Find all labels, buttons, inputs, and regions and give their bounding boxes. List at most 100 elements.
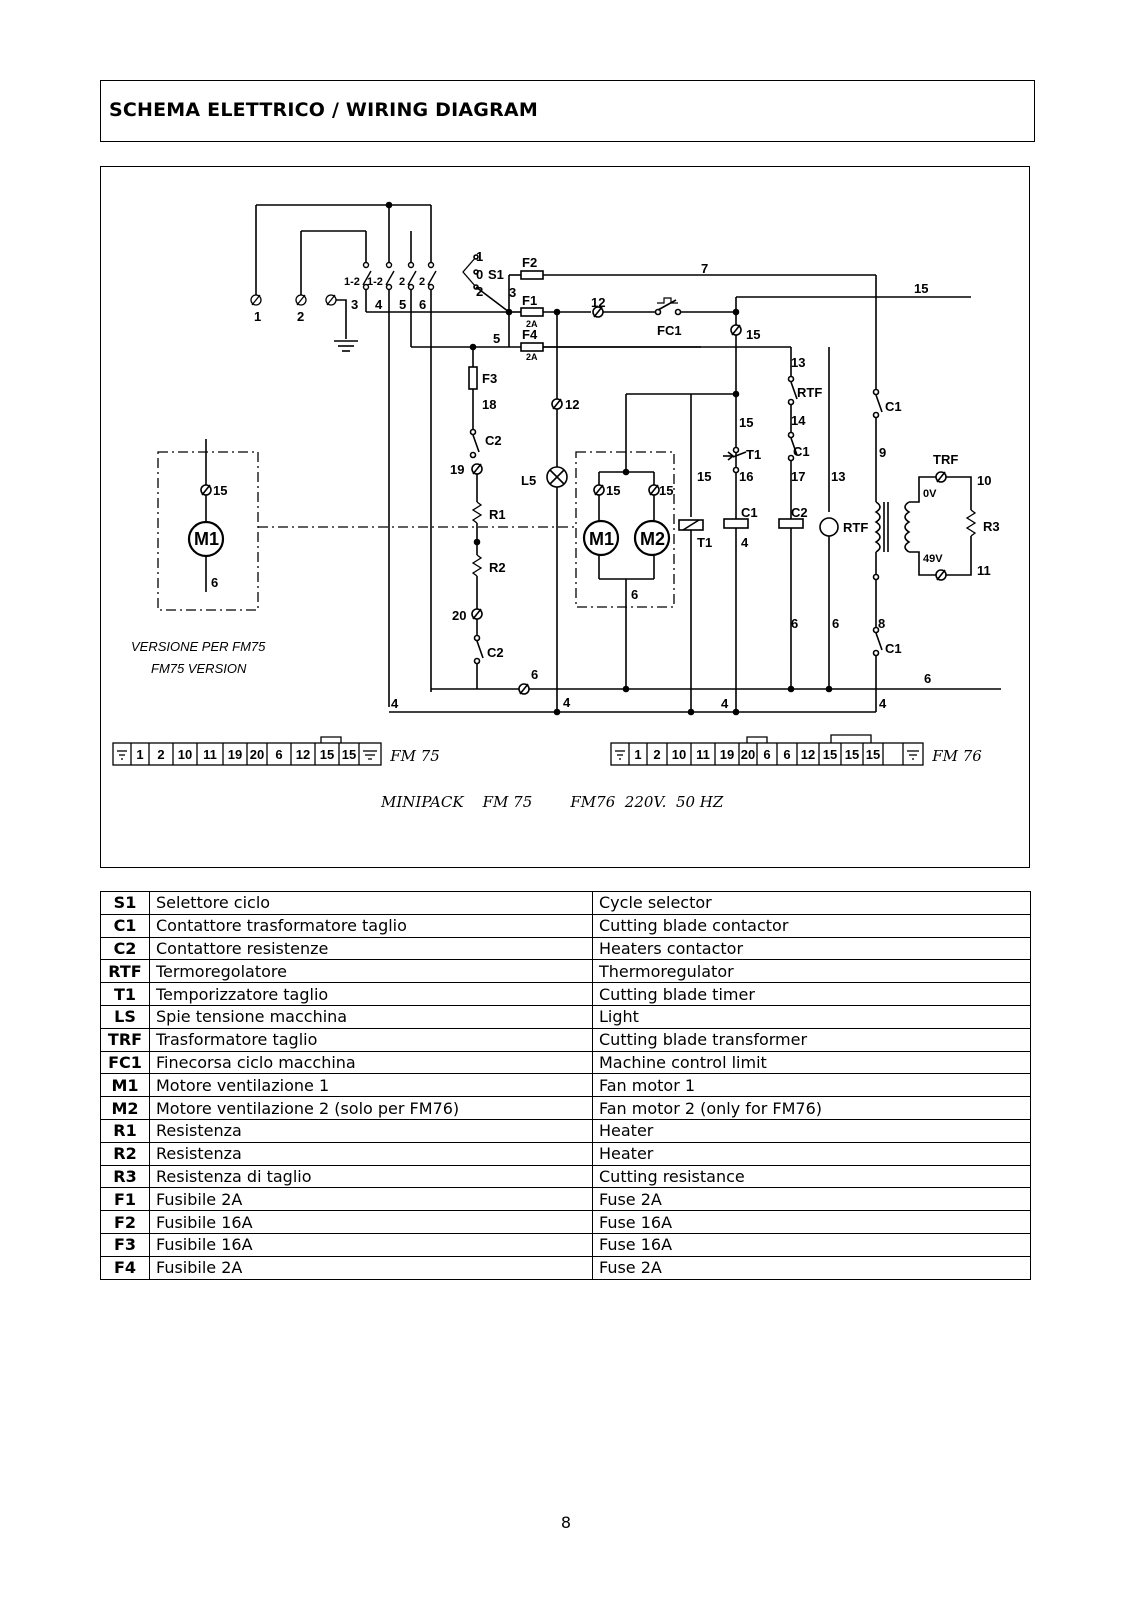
fm75-terminal: 12 <box>296 747 310 762</box>
selector-pos-2a: 2 <box>399 276 405 288</box>
wire-label-4d: 4 <box>563 695 571 710</box>
motors-fm76 <box>575 393 736 693</box>
selector-pos-2: 2 <box>476 284 483 299</box>
legend-italian: Trasformatore taglio <box>149 1027 593 1052</box>
legend-code: F4 <box>100 1255 150 1280</box>
legend-code: TRF <box>100 1027 150 1052</box>
legend-english: Fuse 16A <box>592 1232 1031 1257</box>
legend-english: Fuse 16A <box>592 1210 1031 1234</box>
contactor-c1-label-d: C1 <box>885 641 902 656</box>
lamp-l5-label: L5 <box>521 473 536 488</box>
legend-english: Fuse 2A <box>592 1255 1031 1280</box>
legend-code: RTF <box>100 959 150 984</box>
heater-r1-label: R1 <box>489 507 506 522</box>
fm75-terminal: 15 <box>320 747 334 762</box>
legend-code: S1 <box>100 891 150 915</box>
fuse-f3-label: F3 <box>482 371 497 386</box>
legend-italian: Resistenza di taglio <box>149 1164 593 1189</box>
legend-italian: Motore ventilazione 2 (solo per FM76) <box>149 1096 593 1120</box>
legend-italian: Motore ventilazione 1 <box>149 1073 593 1098</box>
fuse-f1-line <box>509 297 742 447</box>
fm75-terminal: 2 <box>157 747 164 762</box>
fuse-f4-line <box>469 342 830 512</box>
fm75-terminal: 20 <box>250 747 264 762</box>
wire-label-15b: 15 <box>746 327 760 342</box>
version-note-it: VERSIONE PER FM75 <box>131 639 266 654</box>
selector-pos-1-2b: 1-2 <box>367 276 383 288</box>
wire-label-3b: 3 <box>509 285 516 300</box>
transformer-trf-label: TRF <box>933 452 958 467</box>
wire-label-12a: 12 <box>591 295 605 310</box>
legend-code: F3 <box>100 1232 150 1257</box>
legend-italian: Selettore ciclo <box>149 891 593 915</box>
fm75-terminal: 6 <box>275 747 282 762</box>
motor-m2-label: M2 <box>640 529 665 549</box>
legend-code: T1 <box>100 982 150 1006</box>
legend-english: Light <box>592 1004 1031 1029</box>
legend-italian: Fusibile 2A <box>149 1187 593 1212</box>
fm76-terminal: 6 <box>783 747 790 762</box>
legend-english: Cutting blade transformer <box>592 1027 1031 1052</box>
fm76-terminal: 1 <box>634 747 641 762</box>
diagram-caption: MINIPACK FM 75 FM76 220V. 50 HZ <box>380 793 724 811</box>
legend-italian: Temporizzatore taglio <box>149 982 593 1006</box>
wire-label-3: 3 <box>351 297 358 312</box>
legend-code: F2 <box>100 1210 150 1234</box>
transformer-49v-label: 49V <box>923 553 943 565</box>
legend-english: Cutting blade timer <box>592 982 1031 1006</box>
legend-english: Thermoregulator <box>592 959 1031 984</box>
wire-label-20: 20 <box>452 608 466 623</box>
wire-label-19: 19 <box>450 462 464 477</box>
fuse-f1-label: F1 <box>522 293 537 308</box>
wire-label-6f: 6 <box>211 575 218 590</box>
contactor-c2-label-b: C2 <box>487 645 504 660</box>
wire-label-4b: 4 <box>741 535 749 550</box>
legend-code: R1 <box>100 1118 150 1143</box>
legend-english: Heater <box>592 1118 1031 1143</box>
legend-english: Fan motor 1 <box>592 1073 1031 1098</box>
fm76-terminal: 15 <box>845 747 859 762</box>
contactor-c1-label-c: C1 <box>885 399 902 414</box>
wire-label-11: 11 <box>977 563 991 578</box>
selector-pos-1: 1 <box>476 249 483 264</box>
legend-italian: Termoregolatore <box>149 959 593 984</box>
legend-italian: Fusibile 16A <box>149 1232 593 1257</box>
transformer-0v-label: 0V <box>923 488 937 500</box>
wire-label-15d: 15 <box>659 483 673 498</box>
fm76-terminal: 15 <box>823 747 837 762</box>
legend-english: Heaters contactor <box>592 936 1031 961</box>
contactor-c1-coil <box>723 446 749 716</box>
timer-t1-label-b: T1 <box>746 447 761 462</box>
fm75-terminal: 10 <box>178 747 192 762</box>
timer-t1 <box>678 394 704 716</box>
wire-label-6d: 6 <box>924 671 931 686</box>
legend-italian: Fusibile 2A <box>149 1255 593 1280</box>
fuse-f4-rating: 2A <box>526 352 538 362</box>
wire-label-7: 7 <box>701 261 708 276</box>
wire-label-12b: 12 <box>565 397 579 412</box>
fuse-f4-label: F4 <box>522 327 538 342</box>
wire-label-6b: 6 <box>791 616 798 631</box>
legend-code: FC1 <box>100 1050 150 1075</box>
title-box: SCHEMA ELETTRICO / WIRING DIAGRAM <box>100 80 1035 142</box>
fm76-terminal: 15 <box>866 747 880 762</box>
contactor-c2-label-a: C2 <box>485 433 502 448</box>
legend-italian: Contattore trasformatore taglio <box>149 913 593 938</box>
fm76-terminal: 11 <box>696 747 710 762</box>
wire-label-14: 14 <box>791 413 806 428</box>
wire-label-10: 10 <box>977 473 991 488</box>
limit-fc1-label: FC1 <box>657 323 682 338</box>
fm76-terminal: 19 <box>720 747 734 762</box>
legend-italian: Resistenza <box>149 1118 593 1143</box>
fm75-model-label: FM 75 <box>389 747 440 765</box>
fm76-terminal: 2 <box>653 747 660 762</box>
